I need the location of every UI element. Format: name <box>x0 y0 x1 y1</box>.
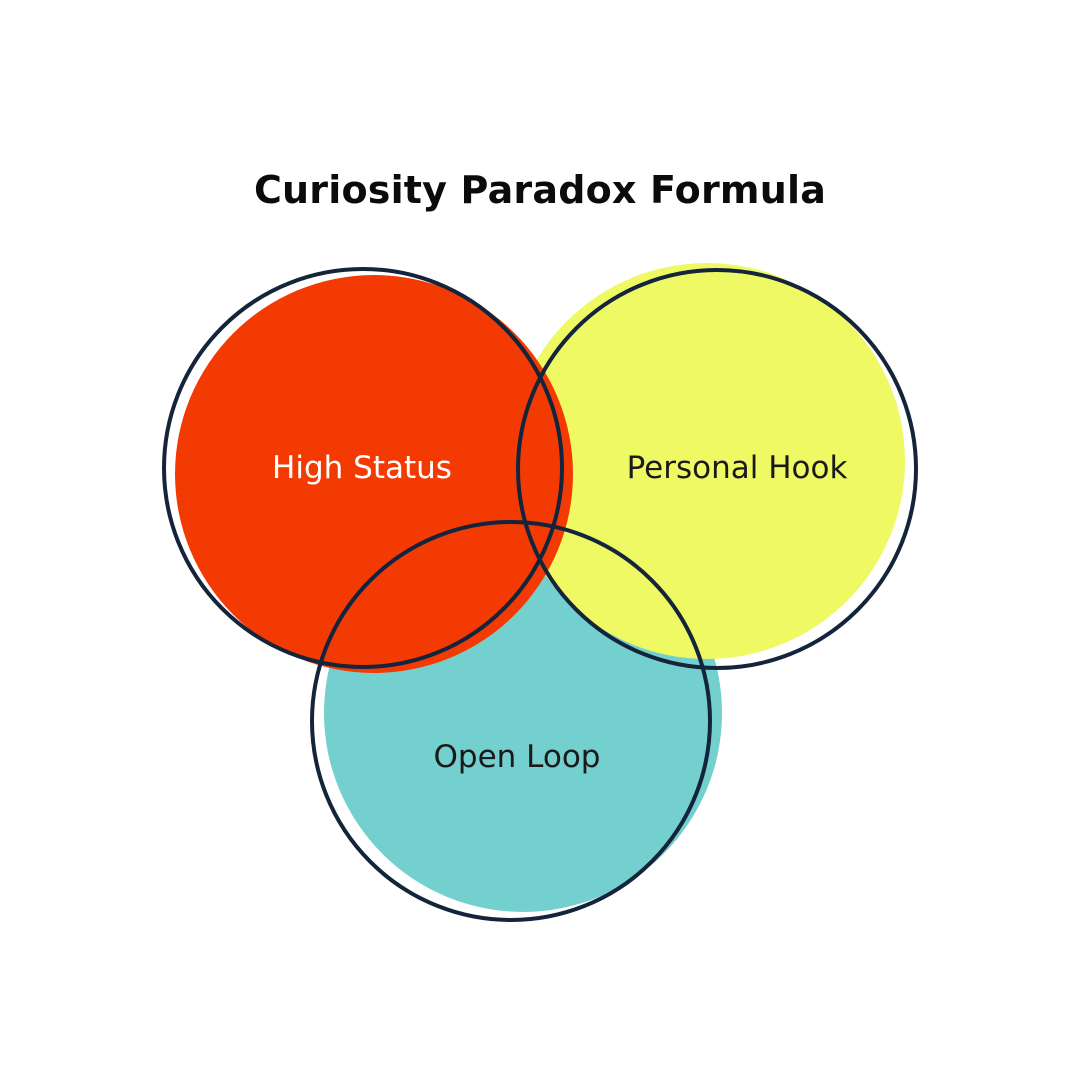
high-status-outline <box>162 267 564 669</box>
high-status-fill <box>175 275 573 673</box>
personal-hook-outline <box>516 268 918 670</box>
open-loop-outline <box>310 520 712 922</box>
diagram-title: Curiosity Paradox Formula <box>253 168 827 212</box>
open-loop-label: Open Loop <box>434 739 601 775</box>
personal-hook-fill <box>509 263 905 659</box>
personal-hook-label: Personal Hook <box>627 450 848 486</box>
high-status-label: High Status <box>272 450 452 486</box>
